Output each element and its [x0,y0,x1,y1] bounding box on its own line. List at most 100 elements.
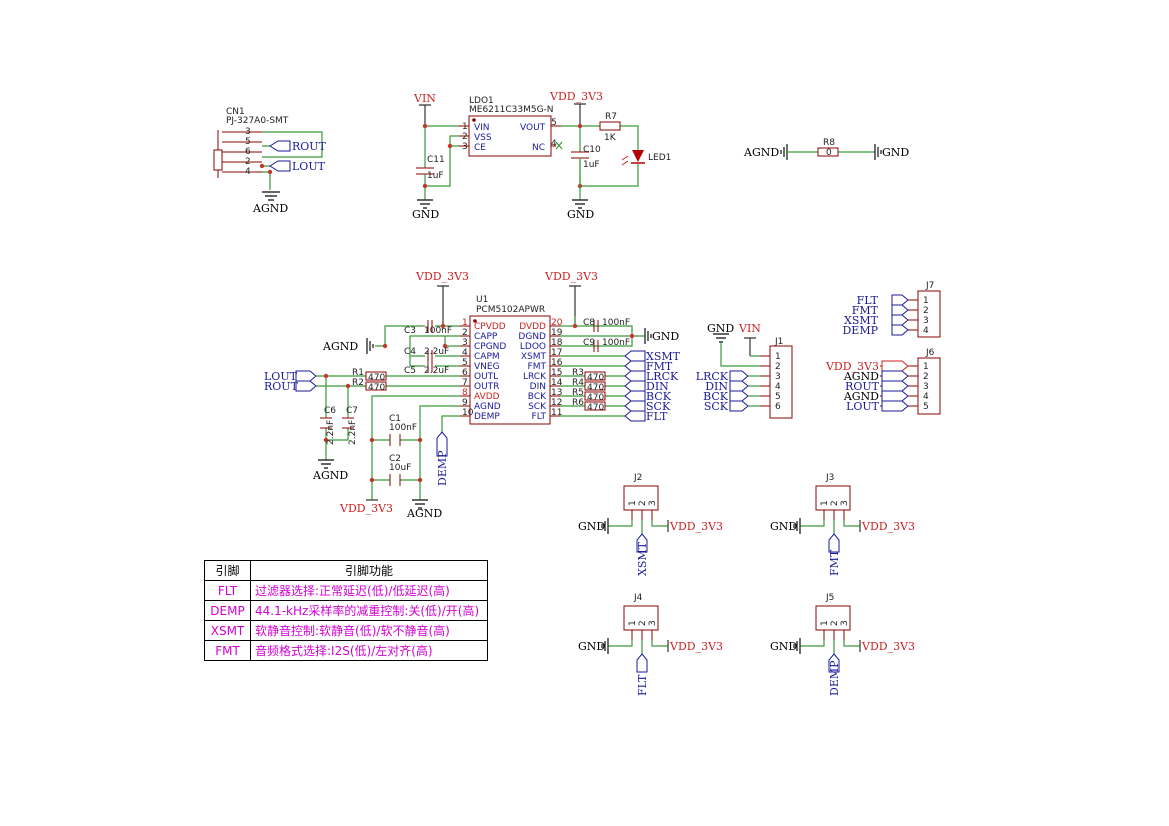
cn1-gnd-symbol [262,191,280,201]
u1-pin-name: CAPP [474,332,498,342]
j1-pin-num: 4 [775,382,781,392]
j7-net-label: XSMT [844,314,879,327]
jumper-body [623,485,659,511]
net-label-lrck: LRCK [646,370,679,383]
svg-text:C8: C8 [583,318,595,328]
r1-body [365,371,387,381]
u1-gnd-right-symbol [644,328,652,344]
svg-text:2.2nF: 2.2nF [348,420,358,445]
u1-pin-name: DIN [530,382,546,392]
ldo-part: ME6211C33M5G-N [469,105,554,115]
ldo-left-wires [424,125,459,187]
u1-pin-num: 2 [462,328,468,338]
r7-val: 1K [604,133,617,143]
j1-net-label: LRCK [696,370,729,383]
j1-pin-num: 5 [775,392,781,402]
j7-pin-num: 3 [923,316,929,326]
c10-val: 1uF [583,160,600,170]
j7-pin-num: 2 [923,306,929,316]
u1-pin-num: 13 [551,388,562,398]
j1-pin-num: 1 [775,352,781,362]
legend-pin: FLT [204,580,251,601]
u1-pin-num: 6 [462,368,468,378]
cn1-rout-flag [269,140,291,152]
cn1-ref: CN1 [226,107,245,117]
u1-part: PCM5102APWR [476,305,545,315]
svg-text:R6: R6 [572,398,584,408]
jumper-gnd-label: GND [770,640,797,653]
legend-pin: XSMT [204,620,251,641]
jumper-ref: J4 [633,593,643,603]
legend-func: 44.1-kHz采样率的减重控制:关(低)/开(高) [250,600,488,621]
cn1-wires [262,131,323,190]
jumper-ref: J3 [825,473,834,483]
bottom-gnd-symbol [412,499,428,509]
u1-pin-name: AVDD [474,392,500,402]
legend-func: 过滤器选择:正常延迟(低)/低延迟(高) [250,580,488,601]
u1-pin-name: VNEG [474,362,500,372]
u1-pin-name: DVDD [519,322,546,332]
rc-wires [316,375,460,460]
r8-gnd-symbol [874,144,882,160]
j7-body [917,290,941,338]
r8-block[interactable]: AGND R8 0 GND [743,138,909,160]
j6-net-label: AGND [843,370,879,383]
lout-flag [295,370,317,382]
u1-pin-name: OUTR [474,382,499,392]
legend-pin: FMT [204,640,251,661]
svg-text:C5: C5 [404,366,416,376]
j1-pin-num: 3 [775,372,781,382]
jumper-net-label: FLT [636,674,649,696]
cn1-rout-label: ROUT [292,140,327,153]
j6-net-label: VDD_3V3 [825,360,879,373]
j7-pin-num: 1 [923,296,929,306]
u1-gnd-right-label: GND [652,330,679,343]
net-label-flt: FLT [646,410,668,423]
r8-gnd-label: GND [882,146,909,159]
svg-text:470: 470 [587,393,604,403]
u1-body [469,315,551,425]
svg-text:R3: R3 [572,368,584,378]
u1-pin-num: 16 [551,358,563,368]
ldo-ref: LDO1 [469,96,494,106]
cn1-lout-flag [269,160,291,172]
j1-net-label: BCK [703,390,729,403]
u1-pin-num: 20 [551,318,563,328]
svg-text:C4: C4 [404,347,416,357]
net-flag [624,390,646,402]
svg-text:4: 4 [551,139,557,149]
u1-vdd-left-symbol [437,285,449,326]
demp-label: DEMP [436,450,449,486]
j1-gnd-label: GND [707,322,734,335]
u1-pin-num: 11 [551,408,562,418]
svg-text:C7: C7 [346,406,358,416]
u1-pin-num: 15 [551,368,562,378]
u1-pin-name: LRCK [523,372,547,382]
svg-text:C3: C3 [404,326,416,336]
cn1-jack[interactable]: CN1 PJ-327A0-SMT 3 5 6 2 4 ROUT LOUT AGN… [213,107,327,215]
ldo-gnd-left-label: GND [412,208,439,221]
j6-net-label: ROUT [845,380,880,393]
u1-pin-num: 5 [462,358,468,368]
c8-c9-plates [593,320,599,352]
cn1-pin-4: 4 [245,167,251,177]
u1-vdd-left-label: VDD_3V3 [415,270,469,283]
ldo-gnd-right [572,199,588,209]
ldo-block[interactable]: VIN LDO1 ME6211C33M5G-N VIN VSS CE VOUT … [412,90,671,221]
svg-text:C1: C1 [389,414,401,424]
jumper-pin-num: 2 [830,500,840,506]
u1-agnd-left-label: AGND [322,340,358,353]
jumper-vdd-label: VDD_3V3 [861,640,915,653]
svg-text:C6: C6 [324,406,336,416]
j6-net-label: LOUT [846,400,880,413]
